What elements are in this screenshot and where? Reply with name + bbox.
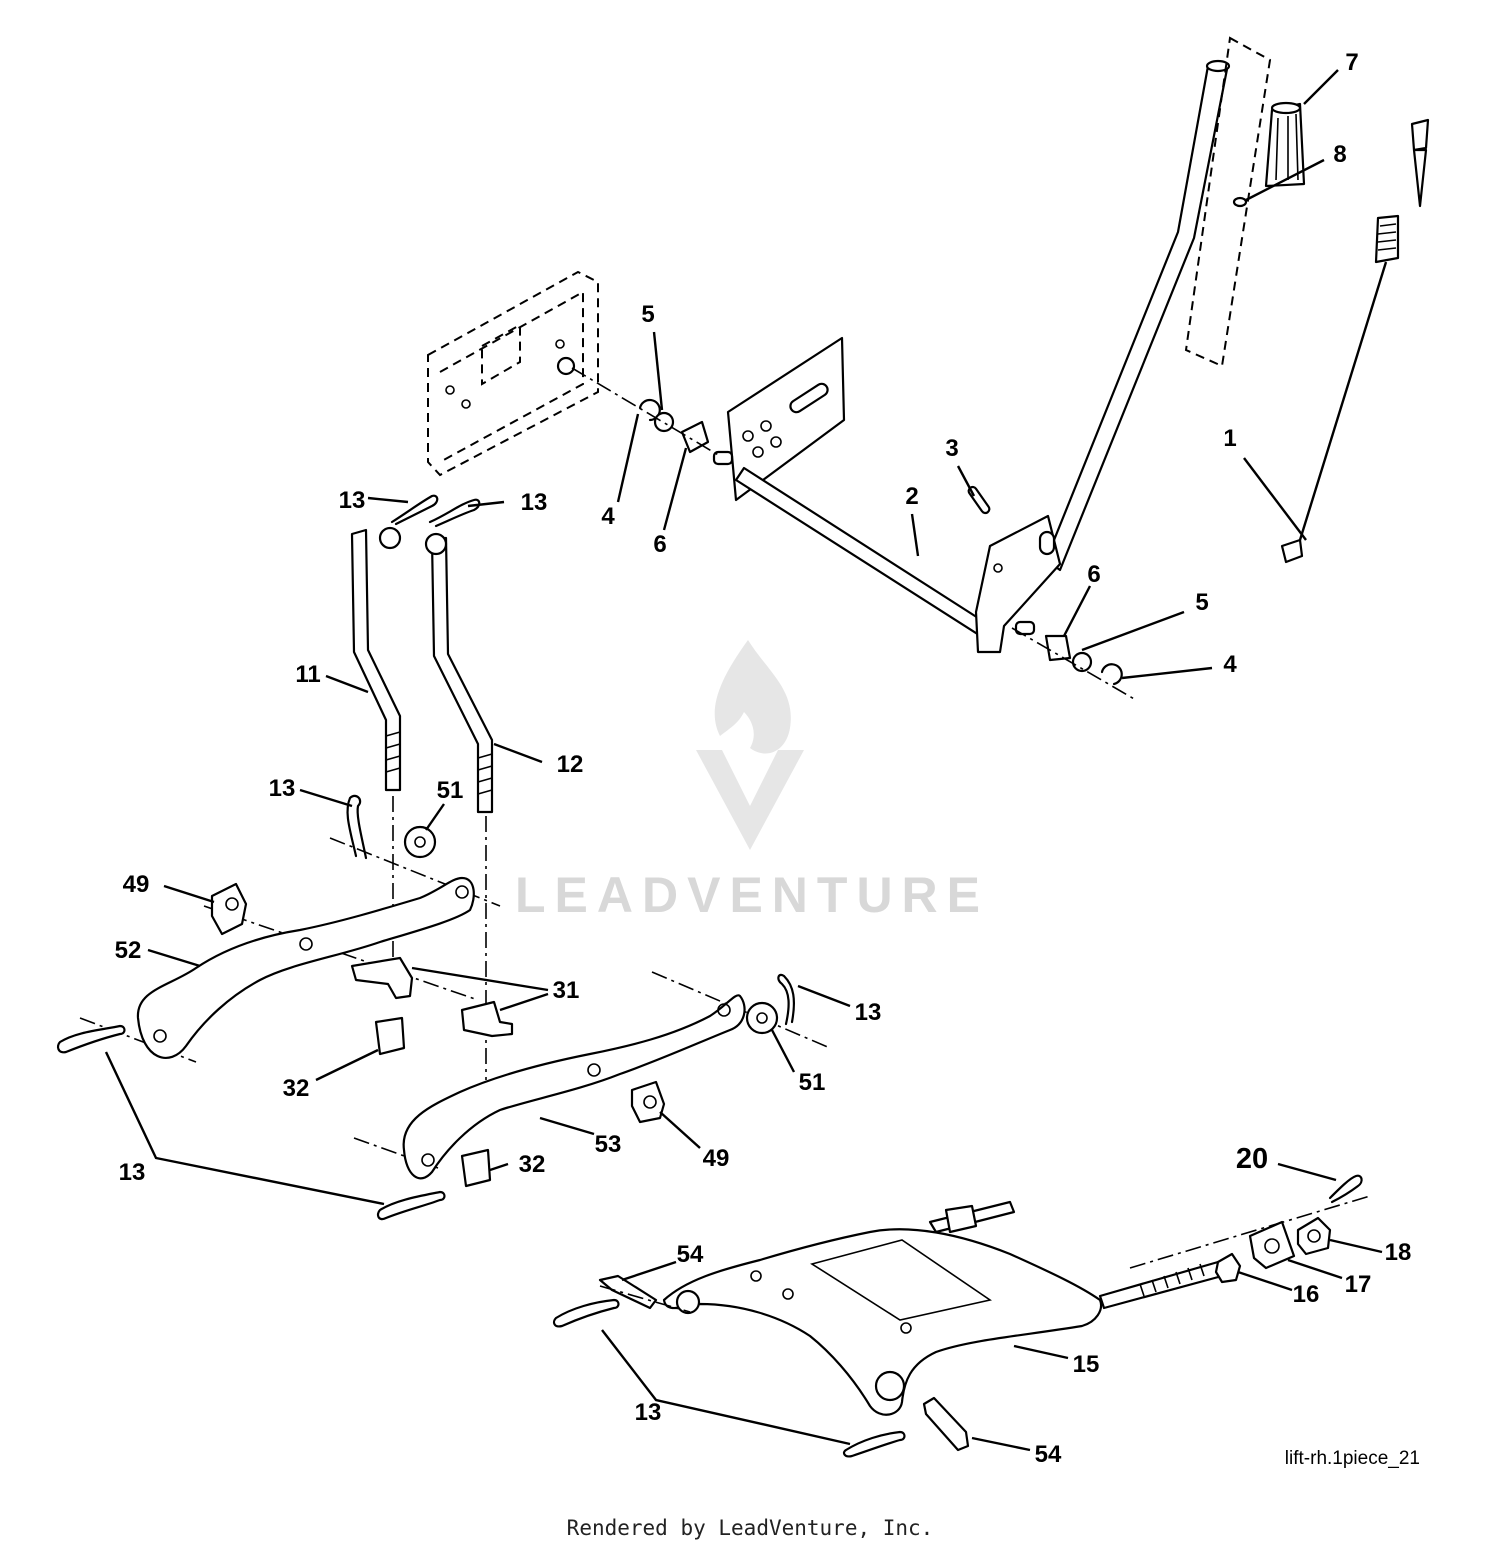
callout-7: 7 [1345,49,1358,76]
callout-49-upper: 49 [123,871,150,898]
callout-54-upper: 54 [677,1241,704,1268]
hairpin-clip-mid-left [346,794,368,860]
watermark: LEADVENTURE [515,640,989,923]
frame-panel [427,270,599,477]
hairpin-clip-lower-mid [376,1190,446,1221]
hairpin-clip-mid-right [777,973,795,1026]
callout-13-top-right: 13 [521,489,548,516]
watermark-brand: LEADVENTURE [515,867,989,923]
footer-credit: Rendered by LeadVenture, Inc. [566,1516,934,1540]
handle-grip [1232,101,1306,208]
locknut-upper [374,1016,406,1056]
flat-washer-lower [745,1001,779,1035]
lock-nut [1296,1216,1332,1256]
lift-handle [974,59,1231,654]
figure-id: lift-rh.1piece_21 [1285,1448,1420,1469]
adjustment-yoke [1248,1220,1296,1270]
callout-13-bottom: 13 [635,1399,662,1426]
watermark-flame-icon [714,640,791,754]
callout-16: 16 [1293,1281,1320,1308]
callout-20: 20 [1236,1143,1268,1175]
callout-53: 53 [595,1131,622,1158]
callout-52: 52 [115,937,142,964]
callout-12: 12 [557,751,584,778]
watermark-v-icon [696,750,804,850]
callout-31: 31 [553,977,580,1004]
callout-13-mid-right: 13 [855,999,882,1026]
callout-8: 8 [1333,141,1346,168]
lift-arm-right [402,994,746,1180]
callout-13-top-left: 13 [339,487,366,514]
lift-arm-left [136,876,475,1059]
mounting-plate [726,336,846,502]
callout-4-lower: 4 [1223,651,1237,678]
callout-32-upper: 32 [283,1075,310,1102]
locknut-lower [460,1148,492,1188]
callout-54-lower: 54 [1035,1441,1062,1468]
hairpin-clip-top-left [390,494,439,526]
lift-link-right [424,532,494,814]
hairpin-clip-bracket-left [552,1298,620,1328]
grip-cap [1232,196,1248,208]
leader-lines [104,69,1383,1452]
callout-18: 18 [1385,1239,1412,1266]
clevis-pin-lower [922,1396,970,1452]
handle-extension-outline [1184,36,1272,368]
callout-2: 2 [905,483,918,510]
callout-32-lower: 32 [519,1151,546,1178]
hairpin-clip-bracket-lower [842,1430,906,1458]
callout-15: 15 [1073,1351,1100,1378]
trunnion-lower [460,1000,514,1038]
callout-4-upper: 4 [601,503,615,530]
lift-link-left [350,526,402,792]
callout-17: 17 [1345,1271,1372,1298]
callout-11: 11 [295,661,320,688]
callout-49-lower: 49 [703,1145,730,1172]
callout-5-lower: 5 [1195,589,1208,616]
lift-shaft [734,466,1002,644]
callout-3: 3 [945,435,958,462]
flange-nut-lower [630,1080,666,1124]
callout-51-lower: 51 [799,1069,826,1096]
lift-bracket [662,1228,1103,1416]
callout-1: 1 [1223,425,1236,452]
flat-washer-upper [403,825,437,859]
callout-6-lower: 6 [1087,561,1100,588]
hairpin-clip-20 [1328,1174,1363,1204]
callout-5-upper: 5 [641,301,654,328]
lift-cable [1280,118,1430,564]
callout-13-lower-left: 13 [119,1159,146,1186]
trunnion-upper [350,956,414,1000]
callout-51-upper: 51 [437,777,464,804]
callout-13-mid-left: 13 [269,775,296,802]
hex-nut [1214,1252,1242,1284]
callout-labels: 1 2 3 4 4 5 5 6 6 7 8 11 12 13 13 13 13 … [115,49,1412,1468]
hairpin-clip-top-right [428,498,481,528]
callout-6-upper: 6 [653,531,666,558]
hairpin-clip-lower-left [56,1024,126,1054]
